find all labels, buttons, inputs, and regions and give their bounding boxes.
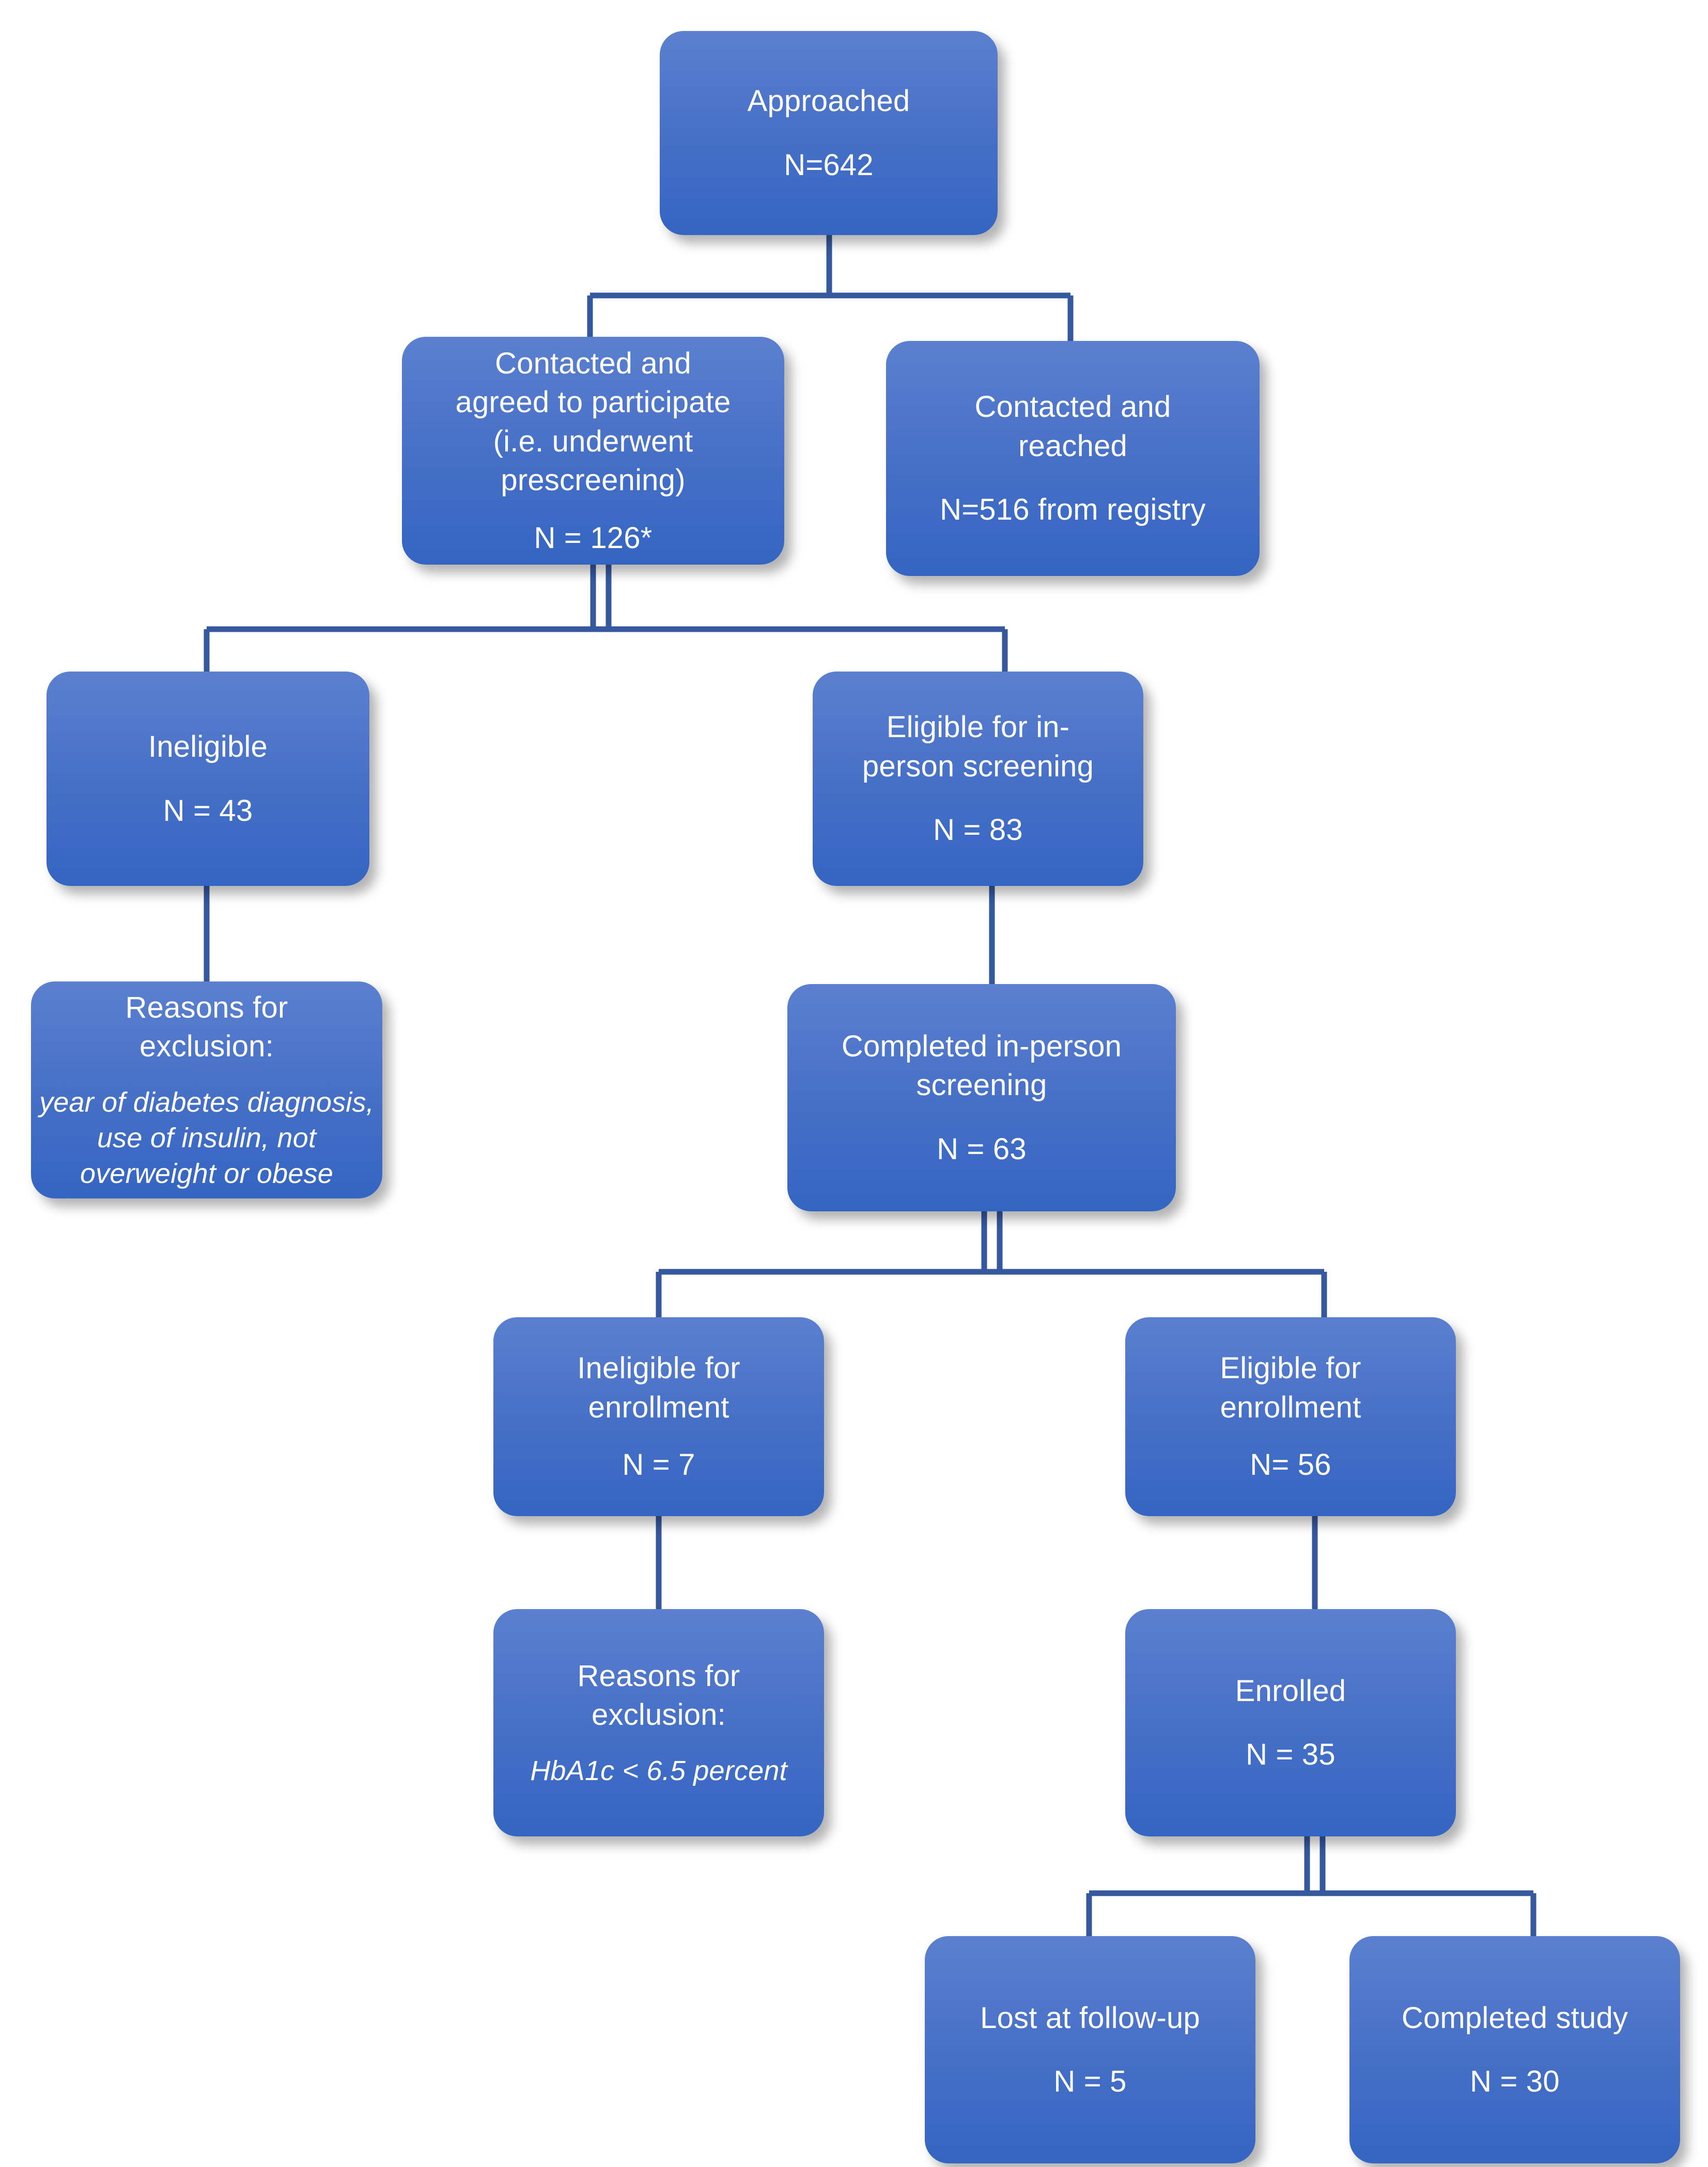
node-contacted-reached[interactable]: Contacted and reached N=516 from registr… xyxy=(886,341,1260,576)
node-completed-inperson-line1: Completed in-person xyxy=(841,1029,1122,1063)
node-eligible-enrollment[interactable]: Eligible for enrollment N= 56 xyxy=(1125,1317,1456,1516)
node-ineligible-label: Ineligible xyxy=(148,730,268,764)
node-contacted-agreed-line1: Contacted and xyxy=(495,347,691,381)
node-eligible-enrollment-line1: Eligible for xyxy=(1220,1351,1361,1385)
node-ineligible-count: N = 43 xyxy=(163,793,253,828)
node-reasons-exclusion-2-line1: Reasons for xyxy=(577,1659,740,1693)
node-contacted-agreed[interactable]: Contacted and agreed to participate (i.e… xyxy=(402,337,784,565)
node-completed-inperson[interactable]: Completed in-person screening N = 63 xyxy=(787,984,1176,1211)
node-reasons-exclusion-1-line2: exclusion: xyxy=(139,1030,274,1064)
node-ineligible[interactable]: Ineligible N = 43 xyxy=(46,672,369,886)
node-lost-followup-label: Lost at follow-up xyxy=(980,2001,1200,2035)
node-eligible-inperson-count: N = 83 xyxy=(933,813,1023,847)
node-enrolled-label: Enrolled xyxy=(1235,1674,1346,1708)
node-eligible-inperson-line1: Eligible for in- xyxy=(886,710,1070,744)
node-ineligible-enrollment[interactable]: Ineligible for enrollment N = 7 xyxy=(493,1317,824,1516)
node-reasons-exclusion-2-detail: HbA1c < 6.5 percent xyxy=(530,1755,787,1786)
node-reasons-exclusion-1-detail: year of diabetes diagnosis, use of insul… xyxy=(39,1086,374,1189)
node-contacted-agreed-count: N = 126* xyxy=(534,521,653,555)
node-contacted-agreed-line4: prescreening) xyxy=(501,463,686,497)
node-eligible-enrollment-line2: enrollment xyxy=(1220,1390,1361,1424)
node-contacted-reached-line2: reached xyxy=(1018,429,1127,463)
node-reasons-exclusion-1-line1: Reasons for xyxy=(125,990,288,1024)
node-approached-count: N=642 xyxy=(784,148,874,182)
node-completed-study-label: Completed study xyxy=(1401,2001,1628,2035)
node-contacted-agreed-line3: (i.e. underwent xyxy=(493,424,693,458)
node-ineligible-enrollment-line2: enrollment xyxy=(588,1390,729,1424)
node-reasons-exclusion-2[interactable]: Reasons for exclusion: HbA1c < 6.5 perce… xyxy=(493,1609,824,1836)
node-lost-followup[interactable]: Lost at follow-up N = 5 xyxy=(925,1936,1255,2163)
node-contacted-reached-line1: Contacted and xyxy=(974,390,1171,424)
node-contacted-agreed-line2: agreed to participate xyxy=(455,385,731,419)
node-eligible-inperson-line2: person screening xyxy=(862,749,1094,783)
node-reasons-exclusion-1[interactable]: Reasons for exclusion: year of diabetes … xyxy=(31,981,382,1198)
node-approached-label: Approached xyxy=(747,84,910,118)
node-completed-study-count: N = 30 xyxy=(1470,2065,1560,2098)
node-reasons-exclusion-2-line2: exclusion: xyxy=(592,1698,726,1732)
node-enrolled[interactable]: Enrolled N = 35 xyxy=(1125,1609,1456,1836)
node-ineligible-enrollment-count: N = 7 xyxy=(622,1448,695,1482)
node-lost-followup-count: N = 5 xyxy=(1053,2065,1127,2098)
node-ineligible-enrollment-line1: Ineligible for xyxy=(577,1351,740,1385)
node-completed-inperson-line2: screening xyxy=(916,1068,1047,1102)
node-eligible-enrollment-count: N= 56 xyxy=(1250,1448,1331,1482)
node-enrolled-count: N = 35 xyxy=(1246,1738,1336,1771)
node-completed-inperson-count: N = 63 xyxy=(937,1132,1027,1166)
node-completed-study[interactable]: Completed study N = 30 xyxy=(1349,1936,1680,2163)
node-eligible-inperson[interactable]: Eligible for in- person screening N = 83 xyxy=(813,672,1143,886)
node-contacted-reached-count: N=516 from registry xyxy=(940,493,1206,527)
node-approached[interactable]: Approached N=642 xyxy=(660,31,998,235)
